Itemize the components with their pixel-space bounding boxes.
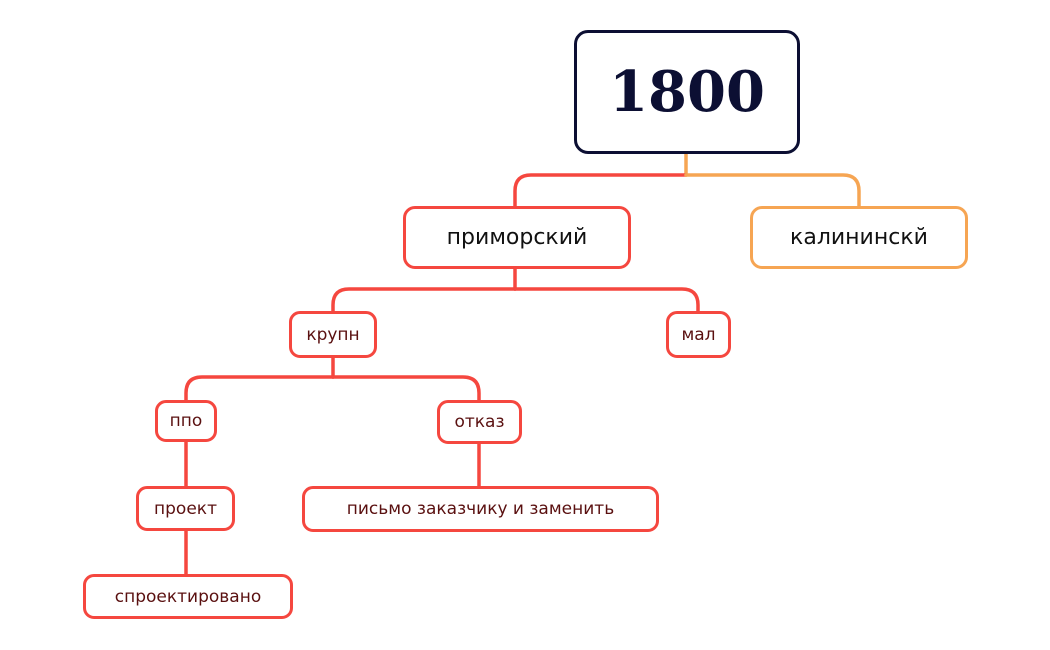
node-otkaz-label: отказ [454,412,505,432]
node-primorsky-label: приморский [446,225,588,250]
node-mal[interactable]: мал [666,311,731,358]
connector-krupn-ppo [184,375,335,402]
node-krupn[interactable]: крупн [289,311,377,358]
connector-root-primorsky [513,173,688,208]
node-ppo[interactable]: ппо [155,400,217,442]
node-proekt[interactable]: проект [136,486,235,531]
root-label: 1800 [609,59,765,125]
node-otkaz[interactable]: отказ [437,400,522,444]
connector-root-kalininsky [684,173,861,208]
node-pismo-label: письмо заказчику и заменить [346,499,615,519]
node-kalininsky[interactable]: калининскй [750,206,968,269]
node-sproektirovano-label: спроектировано [114,586,262,607]
node-sproektirovano[interactable]: спроектировано [83,574,293,619]
connector-krupn-otkaz [331,375,481,402]
node-kalininsky-label: калининскй [790,225,928,250]
node-mal-label: мал [681,324,716,345]
connector-primorsky-krupn [331,287,517,313]
root-node[interactable]: 1800 [574,30,800,154]
node-primorsky[interactable]: приморский [403,206,631,269]
node-pismo[interactable]: письмо заказчику и заменить [302,486,659,532]
connector-primorsky-mal [513,287,700,313]
node-proekt-label: проект [154,498,217,519]
node-ppo-label: ппо [169,411,203,431]
node-krupn-label: крупн [306,324,360,345]
